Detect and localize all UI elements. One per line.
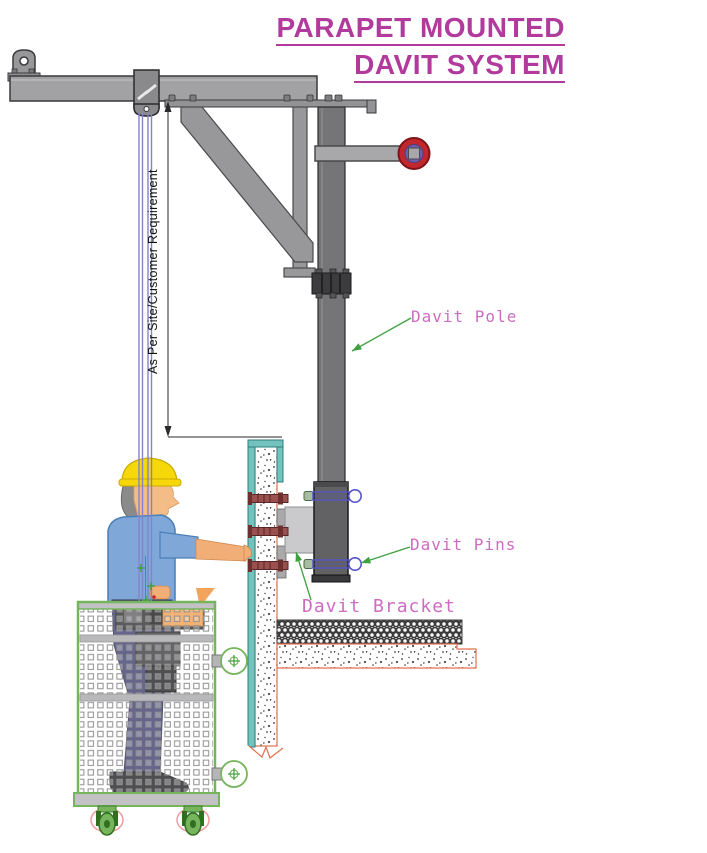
title-line-1: PARAPET MOUNTED bbox=[276, 14, 565, 46]
worker-torso bbox=[107, 514, 176, 605]
davit-pin-lower bbox=[303, 556, 362, 571]
davit-pin-upper bbox=[303, 488, 362, 503]
leader-lines bbox=[295, 317, 412, 601]
parapet-wall bbox=[246, 439, 284, 766]
wall-break-line bbox=[248, 745, 284, 759]
anchor-bolt bbox=[248, 492, 289, 505]
crank-wheel bbox=[314, 137, 431, 170]
davit-pins-label: Davit Pins bbox=[410, 535, 517, 554]
cradle-bottom-rail bbox=[73, 792, 220, 807]
pole-flange-joint bbox=[311, 268, 352, 299]
caster-right bbox=[176, 805, 210, 836]
hard-hat bbox=[121, 457, 178, 483]
anchor-bolt bbox=[248, 559, 289, 572]
anchor-bolts bbox=[248, 492, 289, 572]
slab-concrete bbox=[276, 643, 477, 669]
pulley-block bbox=[133, 69, 160, 117]
worker-hand bbox=[243, 544, 252, 562]
cradle-mid-rail bbox=[79, 693, 214, 702]
hard-hat-brim bbox=[118, 478, 182, 487]
wall-coping-left bbox=[247, 445, 256, 748]
suspended-cradle bbox=[73, 600, 248, 836]
roof-slab bbox=[276, 619, 477, 669]
davit-structure bbox=[7, 49, 431, 583]
gravel-layer bbox=[276, 619, 463, 645]
title-line-2: DAVIT SYSTEM bbox=[354, 51, 565, 83]
leader-davit-pins bbox=[360, 546, 411, 564]
cradle-mid-rail bbox=[79, 634, 214, 643]
cable-marker bbox=[152, 595, 156, 599]
worker-sleeve bbox=[159, 531, 199, 559]
wall-coping-right bbox=[276, 446, 284, 483]
suspension-cables bbox=[137, 113, 156, 604]
bracket-body bbox=[284, 506, 318, 554]
pole-sleeve bbox=[311, 481, 351, 583]
davit-pole-label: Davit Pole bbox=[411, 307, 518, 326]
arm-bottom-plate bbox=[164, 94, 377, 114]
anchor-bolt bbox=[248, 525, 289, 538]
dimension-note: As Per Site/Customer Requirement bbox=[146, 169, 160, 375]
leader-davit-bracket bbox=[295, 551, 312, 601]
dimension-line bbox=[164, 101, 282, 438]
davit-pins bbox=[303, 488, 362, 571]
caster-left bbox=[90, 805, 124, 836]
wall-break-mask bbox=[246, 744, 284, 766]
davit-arm-beam bbox=[9, 75, 318, 102]
leader-davit-pole bbox=[351, 317, 412, 352]
title-block: PARAPET MOUNTED DAVIT SYSTEM bbox=[276, 14, 565, 83]
wall-concrete bbox=[254, 445, 278, 747]
worker-forearm bbox=[195, 538, 247, 562]
davit-bracket-label: Davit Bracket bbox=[302, 596, 456, 617]
wall-coping-top bbox=[247, 439, 284, 448]
wall-roller-upper bbox=[211, 647, 248, 675]
wall-roller-lower bbox=[211, 760, 248, 788]
diagonal-brace bbox=[180, 106, 314, 263]
